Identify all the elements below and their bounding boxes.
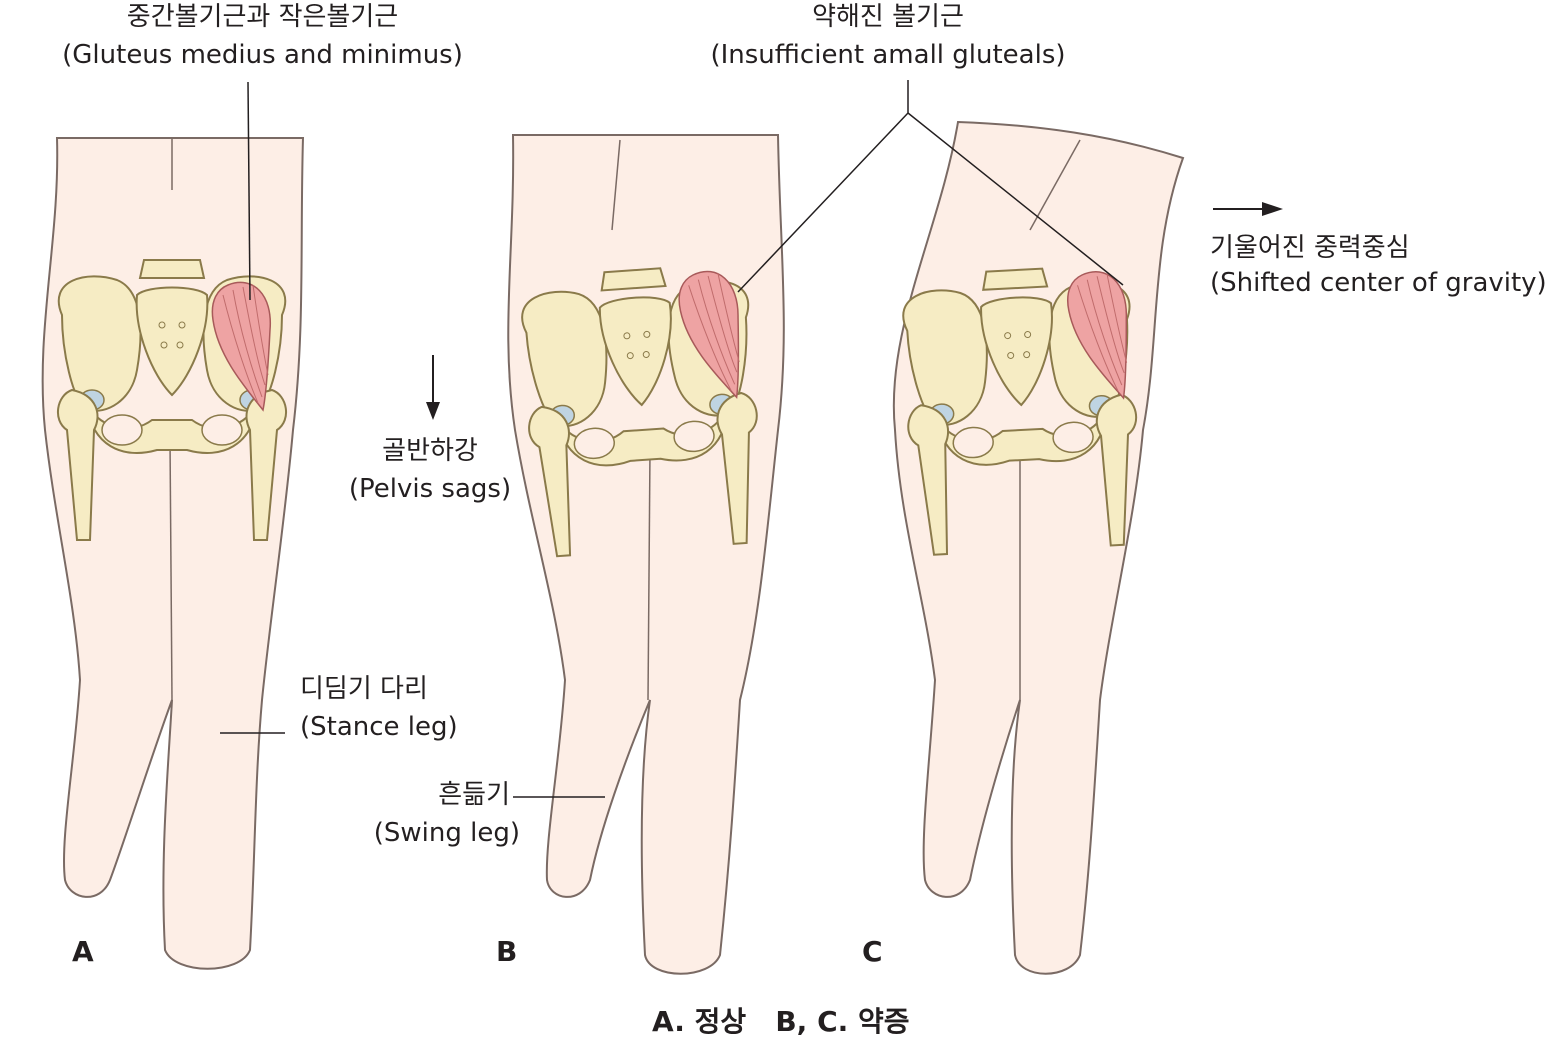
panel-label-c: C (862, 935, 883, 968)
label-swing-en: (Swing leg) (373, 818, 520, 848)
label-swing-ko: 흔듦기 (438, 780, 510, 810)
figure-c (892, 120, 1185, 975)
panel-label-b: B (496, 935, 518, 968)
label-shifted-en: (Shifted center of gravity) (1210, 268, 1547, 298)
label-gluteus: 중간볼기근과 작은볼기근 (Gluteus medius and minimus… (40, 0, 485, 72)
label-pelvis: 골반하강 (Pelvis sags) (330, 434, 530, 506)
leader-weak (737, 80, 1124, 293)
figure-b (507, 134, 785, 975)
arrow-down-icon (426, 355, 440, 420)
figure-a (41, 137, 305, 970)
body-b (507, 134, 785, 975)
label-weak-en: (Insufficient amall gluteals) (710, 40, 1066, 70)
label-stance-ko: 디딤기 다리 (300, 674, 428, 704)
leader-gluteus (247, 81, 251, 301)
label-weak-ko: 약해진 볼기근 (812, 2, 964, 32)
label-stance-en: (Stance leg) (300, 712, 458, 742)
label-pelvis-en: (Pelvis sags) (348, 474, 512, 504)
label-shifted-ko: 기울어진 중력중심 (1210, 233, 1410, 263)
panel-label-a: A (72, 935, 94, 968)
label-stance: 디딤기 다리 (Stance leg) (300, 672, 458, 744)
label-gluteus-en: (Gluteus medius and minimus) (62, 40, 463, 70)
label-shifted: 기울어진 중력중심 (Shifted center of gravity) (1210, 231, 1547, 300)
label-weak: 약해진 볼기근 (Insufficient amall gluteals) (688, 0, 1088, 72)
arrow-right-icon (1213, 202, 1283, 216)
label-gluteus-ko: 중간볼기근과 작은볼기근 (126, 2, 399, 32)
label-pelvis-ko: 골반하강 (382, 436, 478, 466)
figure-caption: A. 정상 B, C. 약증 (652, 1005, 910, 1038)
label-swing: 흔듦기 (Swing leg) (340, 778, 520, 850)
